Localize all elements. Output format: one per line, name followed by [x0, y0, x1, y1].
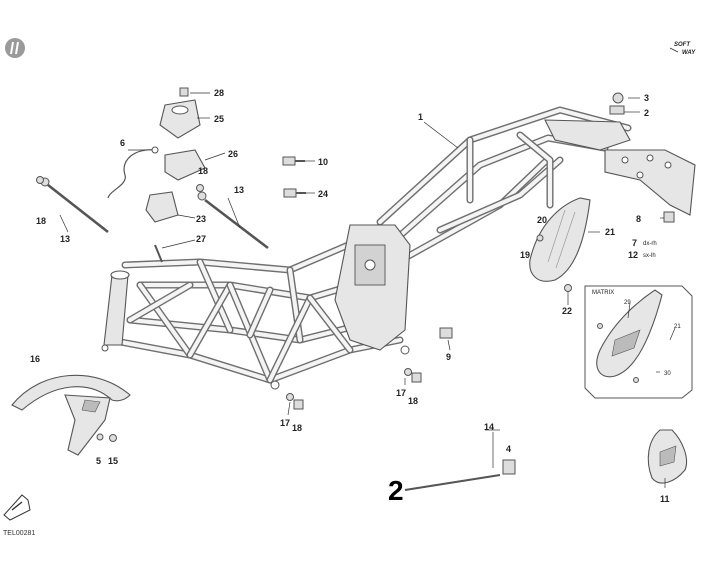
- rear-plate: [544, 119, 631, 151]
- cup-part-25: [159, 99, 201, 139]
- bolt-part-8: [663, 211, 675, 223]
- callout-16: 16: [30, 354, 40, 364]
- fitting-part-24: [283, 188, 306, 198]
- callout-18-left: 18: [36, 216, 46, 226]
- cable-part-14: [404, 459, 516, 491]
- svg-text:SOFT: SOFT: [674, 42, 691, 48]
- document-reference: TEL00281: [3, 530, 35, 537]
- bolt-part-27: [154, 244, 163, 263]
- callout-12: 12: [628, 250, 638, 260]
- switch-part-23: [145, 191, 179, 223]
- nut-part-3: [612, 92, 624, 104]
- screw-part-19: [536, 234, 544, 242]
- callout-30: 30: [664, 371, 671, 377]
- callout-11: 11: [660, 494, 670, 504]
- fitting-part-10: [282, 156, 305, 166]
- callout-26: 26: [228, 149, 238, 159]
- brand-disc-icon: [5, 38, 25, 58]
- callout-13-center: 13: [234, 185, 244, 195]
- spacer-part-9: [439, 327, 453, 339]
- callout-12-note: sx-lh: [643, 253, 656, 259]
- side-panel-part-21: [529, 197, 591, 282]
- callout-18-center: 18: [292, 423, 302, 433]
- handwritten-mark: 2: [388, 475, 404, 506]
- sensor-wire-part-6: [107, 149, 156, 199]
- washer-part-5: [96, 433, 104, 441]
- callout-13-left: 13: [60, 234, 70, 244]
- tail-bracket-plate: [604, 149, 696, 216]
- leader-lines: [59, 92, 676, 488]
- callout-5: 5: [96, 456, 101, 466]
- matrix-inset: MATRIX: [584, 285, 693, 399]
- bracket-part-26: [164, 149, 206, 181]
- callout-17-center: 17: [280, 418, 290, 428]
- bolt-part-17a: [404, 368, 412, 376]
- callouts: 1 2 3 4 5 6 7 dx-rh 8 9 10 11 12 sx-lh 1…: [30, 88, 681, 504]
- callout-28: 28: [214, 88, 224, 98]
- callout-22: 22: [562, 306, 572, 316]
- callout-1: 1: [418, 112, 423, 122]
- bolt-part-17b: [286, 393, 294, 401]
- callout-18-right: 18: [408, 396, 418, 406]
- callout-10: 10: [318, 157, 328, 167]
- callout-29: 29: [624, 300, 631, 306]
- softway-logo: SOFT WAY: [669, 42, 696, 56]
- nut-part-18d: [293, 399, 304, 410]
- callout-6: 6: [120, 138, 125, 148]
- callout-4: 4: [506, 444, 511, 454]
- screw-part-15: [109, 434, 117, 442]
- callout-21-panel: 21: [605, 227, 615, 237]
- callout-3: 3: [644, 93, 649, 103]
- screw-part-22: [564, 284, 572, 292]
- cover-part-11: [647, 429, 688, 484]
- callout-21-inset: 21: [674, 324, 681, 330]
- nut-part-18a: [36, 176, 44, 184]
- nut-part-18b: [196, 184, 204, 192]
- inset-title: MATRIX: [592, 290, 614, 296]
- cap-part-28: [179, 87, 189, 97]
- callout-14: 14: [484, 422, 494, 432]
- front-fender-part-16: [11, 374, 131, 456]
- main-frame: [101, 106, 632, 390]
- callout-19: 19: [520, 250, 530, 260]
- callout-8: 8: [636, 214, 641, 224]
- callout-20: 20: [537, 215, 547, 225]
- callout-24: 24: [318, 189, 328, 199]
- long-bolt-center: [197, 191, 269, 250]
- svg-text:WAY: WAY: [682, 50, 696, 56]
- callout-18-top: 18: [198, 166, 208, 176]
- callout-25: 25: [214, 114, 224, 124]
- nut-part-18c: [411, 372, 422, 383]
- washer-part-2: [609, 105, 625, 115]
- long-bolt-left: [40, 177, 109, 234]
- callout-2: 2: [644, 108, 649, 118]
- callout-7-note: dx-rh: [643, 241, 657, 247]
- callout-7: 7: [632, 238, 637, 248]
- callout-9: 9: [446, 352, 451, 362]
- callout-15: 15: [108, 456, 118, 466]
- callout-23: 23: [196, 214, 206, 224]
- callout-27: 27: [196, 234, 206, 244]
- callout-17-right: 17: [396, 388, 406, 398]
- orientation-arrow-icon: [3, 494, 31, 521]
